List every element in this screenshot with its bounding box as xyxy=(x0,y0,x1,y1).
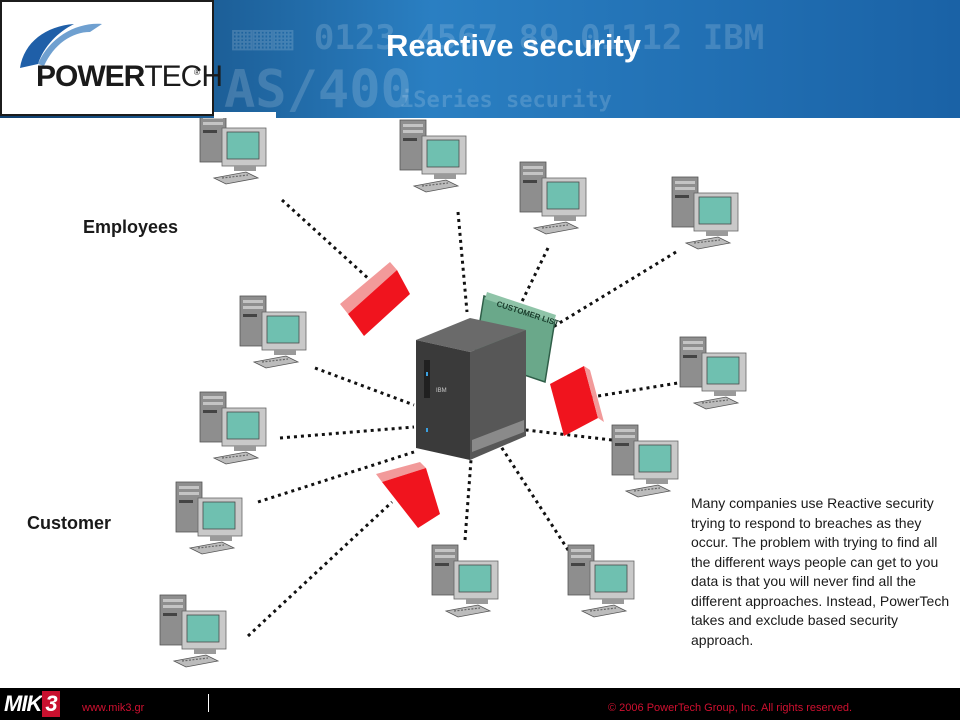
slide-title: Reactive security xyxy=(386,28,642,63)
computer-workstation-icon xyxy=(199,391,267,465)
computer-workstation-icon xyxy=(671,176,739,250)
mik3-logo-number: 3 xyxy=(42,691,60,717)
server-tower-icon: IBM xyxy=(416,318,526,460)
header-background-art: iSeries security xyxy=(400,88,612,113)
computer-workstation-icon xyxy=(239,295,307,369)
logo-text: POWERTECH xyxy=(36,60,223,94)
copyright-text: © 2006 PowerTech Group, Inc. All rights … xyxy=(608,702,853,714)
logo-registered-mark: ® xyxy=(194,68,200,77)
connection-lines xyxy=(246,198,685,638)
computer-workstation-icon xyxy=(519,161,587,235)
computer-workstation-icon xyxy=(611,424,679,498)
employees-label: Employees xyxy=(83,217,179,237)
powertech-logo: POWERTECH ® xyxy=(0,0,223,116)
computer-workstation-icon xyxy=(399,119,467,193)
logo-text-power: POWER xyxy=(36,60,145,93)
firewall-block-icon xyxy=(550,366,604,436)
server-brand-label: IBM xyxy=(436,388,447,394)
website-link[interactable]: www.mik3.gr xyxy=(82,702,145,714)
header-background-art: AS/400 xyxy=(224,60,412,118)
swoosh-arrow-icon xyxy=(20,23,102,68)
mik3-logo-text: MIK xyxy=(4,691,42,716)
computer-workstation-icon xyxy=(175,481,243,555)
computer-workstation-icon xyxy=(159,594,227,668)
computer-workstation-icon xyxy=(199,118,267,185)
customer-label: Customer xyxy=(27,513,112,533)
computer-workstation-icon xyxy=(567,544,635,618)
logo-text-tech: TECH xyxy=(144,60,223,93)
computer-workstation-icon xyxy=(431,544,499,618)
description-text: Many companies use Reactive security try… xyxy=(691,495,950,648)
firewall-block-icon xyxy=(340,262,410,336)
header-background-art: ▦▦▦ 0123 4567 89 01112 IBM xyxy=(232,18,765,58)
header-notch xyxy=(214,112,276,120)
footer-divider xyxy=(208,694,209,712)
network-diagram: CUSTOMER LIST IBM xyxy=(159,118,747,668)
firewall-block-icon xyxy=(376,462,440,528)
computer-workstation-icon xyxy=(679,336,747,410)
